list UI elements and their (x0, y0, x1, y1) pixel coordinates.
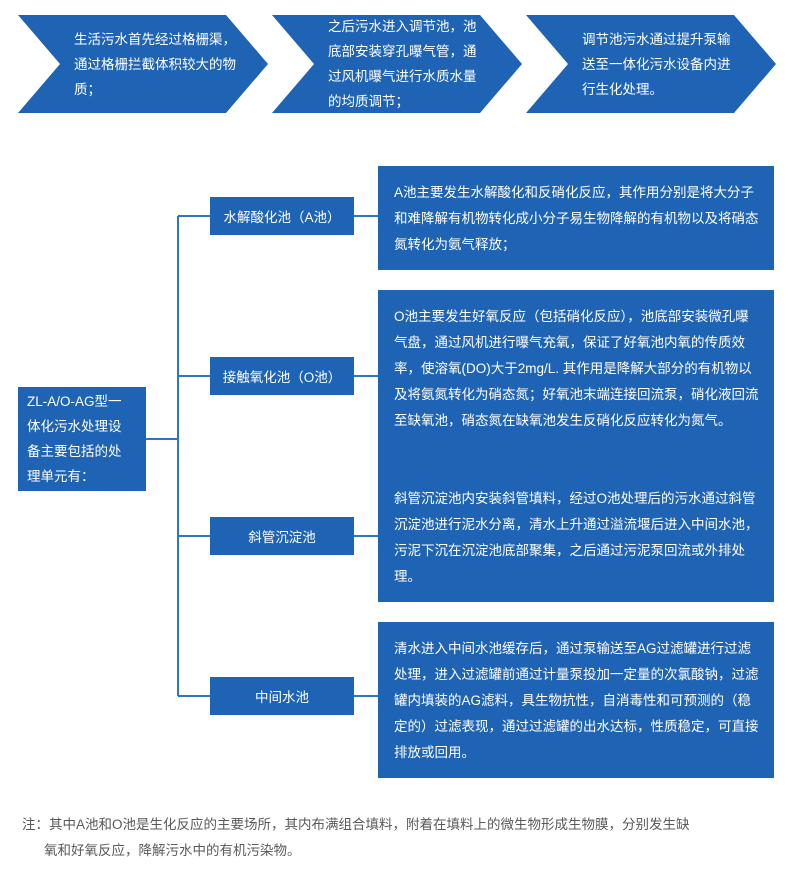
flow-step-2-text: 之后污水进入调节池，池 底部安装穿孔曝气管，通 过风机曝气进行水质水量 的均质调… (328, 19, 477, 109)
treatment-units-tree: ZL-A/O-AG型一 体化污水处理设 备主要包括的处 理单元有： 水解酸化池（… (0, 140, 792, 790)
description-box-hydrolysis-acidification-tank[interactable]: A池主要发生水解酸化和反硝化反应，其作用分别是将大分子和难降解有机物转化成小分子… (378, 166, 774, 270)
description-box-inclined-tube-sedimentation-tank[interactable]: 斜管沉淀池内安装斜管填料，经过O池处理后的污水通过斜管沉淀池进行泥水分离，清水上… (378, 472, 774, 602)
description-1-text: A池主要发生水解酸化和反硝化反应，其作用分别是将大分子和难降解有机物转化成小分子… (394, 185, 759, 252)
branch-label-2-text: 接触氧化池（O池） (222, 370, 342, 385)
branch-label-hydrolysis-acidification-tank[interactable]: 水解酸化池（A池） (210, 197, 354, 235)
branch-label-contact-oxidation-tank[interactable]: 接触氧化池（O池） (210, 357, 354, 395)
root-node-treatment-units[interactable]: ZL-A/O-AG型一 体化污水处理设 备主要包括的处 理单元有： (18, 387, 146, 491)
footnote: 注：其中A池和O池是生化反应的主要场所，其内布满组合填料，附着在填料上的微生物形… (22, 812, 774, 864)
branch-label-3-text: 斜管沉淀池 (248, 530, 316, 545)
flow-step-2[interactable]: 之后污水进入调节池，池 底部安装穿孔曝气管，通 过风机曝气进行水质水量 的均质调… (272, 15, 522, 113)
root-node-label: ZL-A/O-AG型一 体化污水处理设 备主要包括的处 理单元有： (27, 394, 122, 484)
branch-label-intermediate-water-tank[interactable]: 中间水池 (210, 677, 354, 715)
branch-label-1-text: 水解酸化池（A池） (223, 210, 341, 225)
description-box-intermediate-water-tank[interactable]: 清水进入中间水池缓存后，通过泵输送至AG过滤罐进行过滤处理，进入过滤罐前通过计量… (378, 622, 774, 778)
flow-step-3[interactable]: 调节池污水通过提升泵输 送至一体化污水设备内进 行生化处理。 (526, 15, 776, 113)
branch-label-4-text: 中间水池 (255, 690, 309, 705)
process-flow-chevrons: 生活污水首先经过格栅渠， 通过格栅拦截体积较大的物 质； 之后污水进入调节池，池… (0, 0, 792, 140)
tree-connector-lines (146, 215, 378, 697)
flow-step-1-text: 生活污水首先经过格栅渠， 通过格栅拦截体积较大的物 质； (74, 31, 236, 97)
description-3-text: 斜管沉淀池内安装斜管填料，经过O池处理后的污水通过斜管沉淀池进行泥水分离，清水上… (394, 491, 759, 584)
description-4-text: 清水进入中间水池缓存后，通过泵输送至AG过滤罐进行过滤处理，进入过滤罐前通过计量… (394, 641, 759, 760)
footnote-line-1: 注：其中A池和O池是生化反应的主要场所，其内布满组合填料，附着在填料上的微生物形… (22, 817, 690, 832)
flow-step-1[interactable]: 生活污水首先经过格栅渠， 通过格栅拦截体积较大的物 质； (18, 15, 268, 113)
description-2-text: O池主要发生好氧反应（包括硝化反应），池底部安装微孔曝气盘，通过风机进行曝气充氧… (394, 309, 759, 428)
description-box-contact-oxidation-tank[interactable]: O池主要发生好氧反应（包括硝化反应），池底部安装微孔曝气盘，通过风机进行曝气充氧… (378, 290, 774, 472)
branch-label-inclined-tube-sedimentation-tank[interactable]: 斜管沉淀池 (210, 517, 354, 555)
footnote-line-2: 氧和好氧反应，降解污水中的有机污染物。 (44, 843, 301, 858)
flow-step-3-text: 调节池污水通过提升泵输 送至一体化污水设备内进 行生化处理。 (582, 31, 731, 97)
